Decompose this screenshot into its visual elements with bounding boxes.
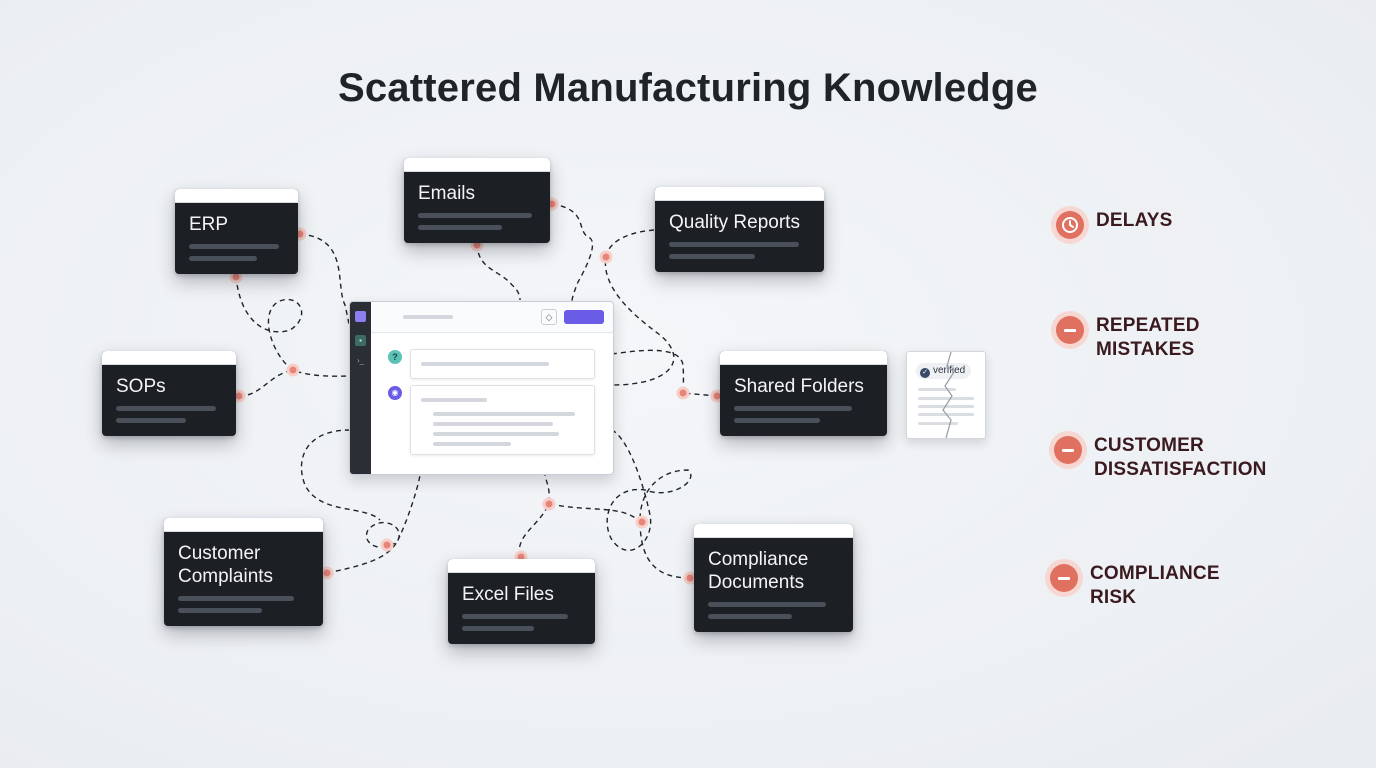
impact-label: REPEATED MISTAKES [1096, 315, 1200, 360]
question-message [410, 349, 595, 379]
minus-icon [1056, 316, 1084, 344]
source-card-customer-complaints: Customer Complaints [164, 518, 323, 626]
connector-excel [518, 473, 550, 557]
minus-icon [1054, 436, 1082, 464]
source-card-label: Quality Reports [669, 212, 800, 233]
impact-repeated-mistakes: REPEATED MISTAKES [1056, 314, 1200, 362]
clock-icon [1056, 211, 1084, 239]
connector-complaints [326, 473, 421, 574]
knowledge-hub-window: ▪ ›_ ◇ ? ◉ [349, 301, 614, 475]
connector-quality [604, 229, 675, 386]
check-icon: ✓ [920, 368, 930, 378]
source-card-compliance-documents: Compliance Documents [694, 524, 853, 632]
source-card-sops: SOPs [102, 351, 236, 436]
answer-message [410, 385, 595, 455]
source-card-label: Emails [418, 183, 476, 204]
grid-icon: ▪ [355, 335, 366, 346]
source-card-excel-files: Excel Files [448, 559, 595, 644]
source-card-label: Shared Folders [734, 376, 864, 397]
impact-label: COMPLIANCE RISK [1090, 563, 1220, 608]
source-card-erp: ERP [175, 189, 298, 274]
connector-excel-right [549, 503, 639, 521]
hub-action-button [564, 310, 604, 324]
source-card-shared-folders: Shared Folders [720, 351, 887, 436]
bell-icon: ◇ [541, 309, 557, 325]
connector-sops [238, 369, 294, 397]
connector-erp-loop [235, 275, 351, 377]
source-card-label: ERP [189, 214, 229, 235]
source-card-label: Excel Files [462, 584, 554, 605]
verified-badge: ✓verified [916, 363, 972, 379]
question-icon: ? [388, 350, 402, 364]
impact-label: DELAYS [1096, 210, 1173, 231]
impact-delays: DELAYS [1056, 209, 1173, 239]
verified-document: ✓verified [906, 351, 986, 439]
source-card-label: Customer Complaints [178, 543, 274, 587]
bot-icon: ◉ [388, 386, 402, 400]
crack-line [942, 352, 955, 438]
source-card-emails: Emails [404, 158, 550, 243]
terminal-icon: ›_ [356, 356, 365, 365]
diagram-title: Scattered Manufacturing Knowledge [337, 66, 1039, 110]
impact-customer-dissatisfaction: CUSTOMER DISSATISFACTION [1054, 434, 1267, 482]
logo-icon [355, 311, 366, 322]
verified-badge-label: verified [933, 365, 966, 376]
hub-topbar: ◇ [371, 302, 613, 333]
connector-emails-right [551, 203, 594, 302]
impact-label: CUSTOMER DISSATISFACTION [1094, 435, 1267, 480]
connector-compliance [606, 429, 692, 579]
source-card-quality-reports: Quality Reports [655, 187, 824, 272]
impact-compliance-risk: COMPLIANCE RISK [1050, 562, 1220, 610]
source-card-label: Compliance Documents [708, 549, 809, 593]
hub-sidebar: ▪ ›_ [350, 302, 371, 474]
connector-hub-shared [611, 349, 718, 397]
connector-emails [476, 243, 521, 301]
minus-icon [1050, 564, 1078, 592]
source-card-label: SOPs [116, 376, 166, 397]
connector-erp [299, 233, 353, 339]
